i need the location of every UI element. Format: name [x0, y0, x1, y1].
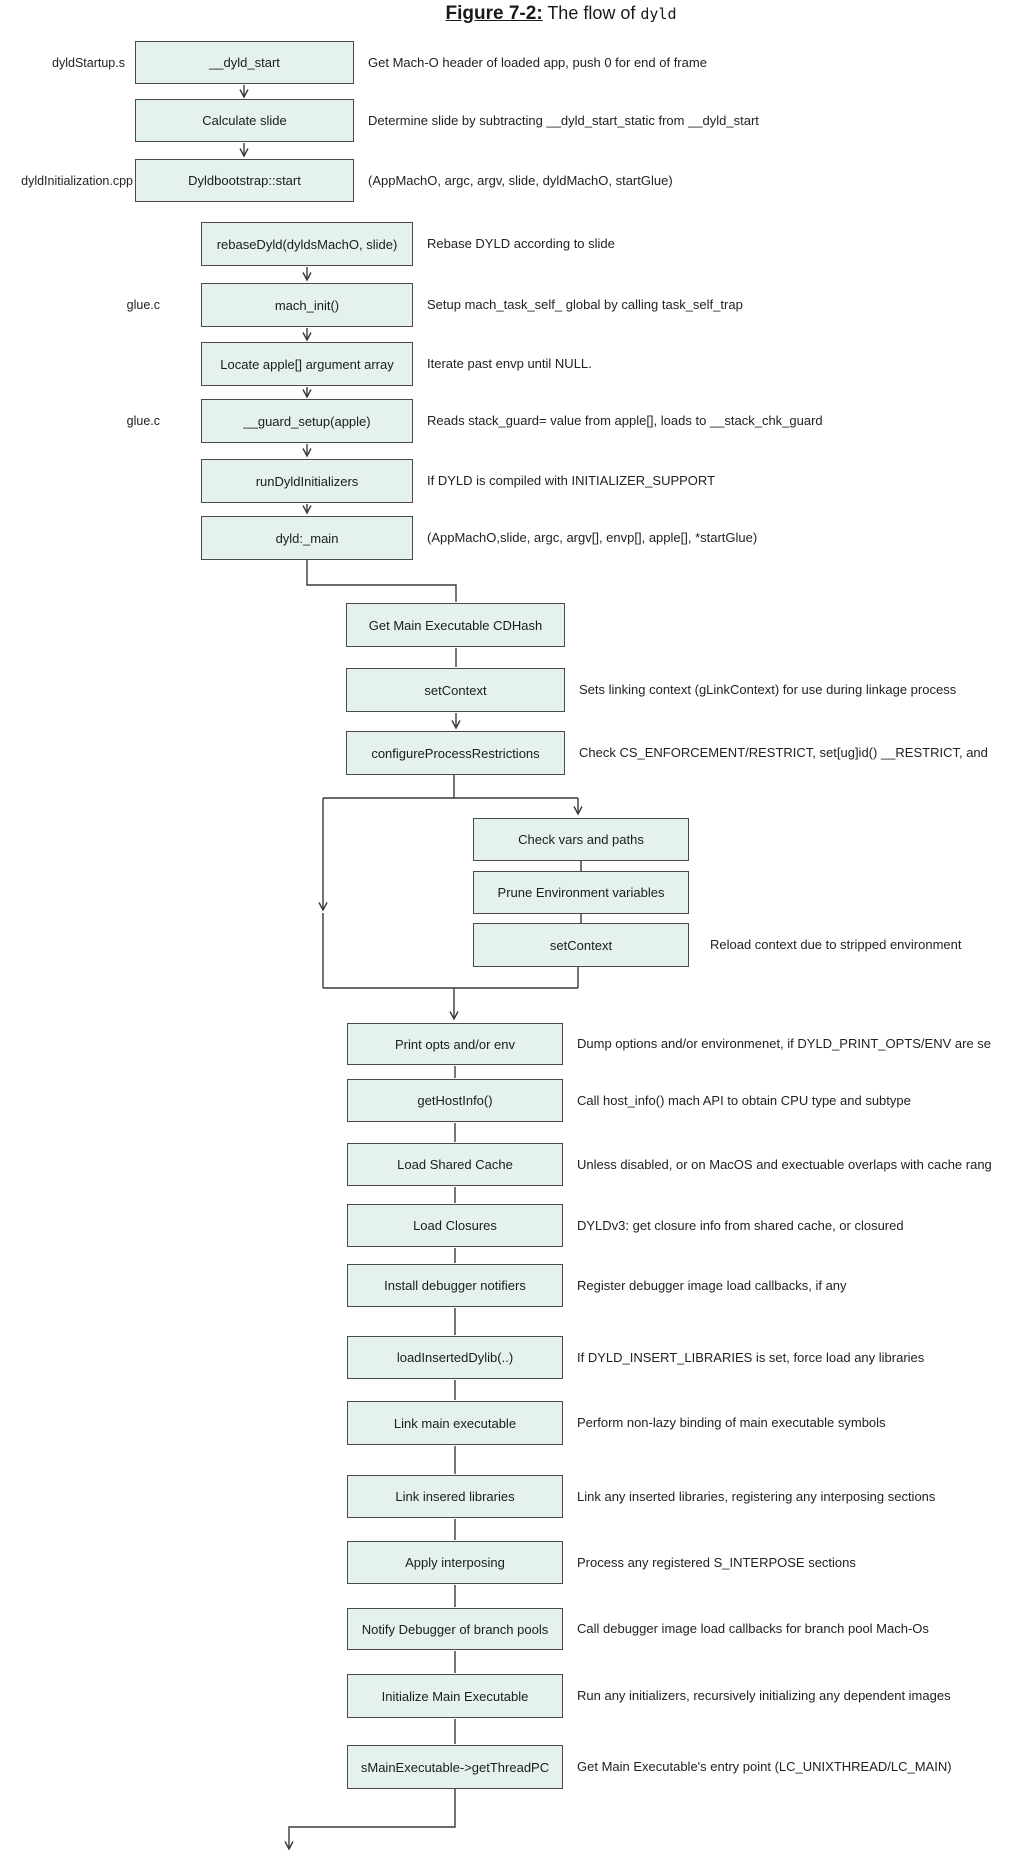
flow-node-label: Notify Debugger of branch pools: [361, 1621, 549, 1637]
flow-node-e10: Notify Debugger of branch pools: [347, 1608, 563, 1650]
node-annotation-d3: Reload context due to stripped environme…: [710, 937, 962, 952]
source-file-label-a3: dyldInitialization.cpp: [21, 173, 133, 188]
node-annotation-a3: (AppMachO, argc, argv, slide, dyldMachO,…: [368, 172, 673, 188]
node-annotation-b5: If DYLD is compiled with INITIALIZER_SUP…: [427, 473, 716, 488]
node-annotation-b4: Reads stack_guard= value from apple[], l…: [427, 413, 823, 428]
node-annotation-e5: Register debugger image load callbacks, …: [577, 1277, 847, 1293]
flow-node-e4: Load Closures: [347, 1204, 563, 1247]
flow-node-label: Initialize Main Executable: [381, 1688, 529, 1704]
flow-node-b5: runDyldInitializers: [201, 459, 413, 503]
node-annotation-a1: Get Mach-O header of loaded app, push 0 …: [368, 54, 707, 70]
source-file-label-b4: glue.c: [126, 414, 160, 428]
node-annotation-b6: (AppMachO,slide, argc, argv[], envp[], a…: [427, 530, 758, 545]
node-annotation-e10: Call debugger image load callbacks for b…: [577, 1621, 929, 1636]
flow-node-label: Calculate slide: [202, 113, 287, 128]
figure-title-code: dyld: [640, 5, 677, 23]
flow-node-d3: setContext: [473, 923, 689, 967]
node-annotation-e12: Get Main Executable's entry point (LC_UN…: [577, 1759, 952, 1774]
flow-node-b6: dyld:_main: [201, 516, 413, 560]
flow-node-label: sMainExecutable->getThreadPC: [360, 1759, 550, 1775]
flow-node-label: dyld:_main: [275, 530, 339, 546]
figure-title-text: The flow of: [542, 3, 641, 23]
flow-node-e7: Link main executable: [347, 1401, 563, 1445]
node-annotation-e4: DYLDv3: get closure info from shared cac…: [577, 1217, 904, 1233]
flow-node-e6: loadInsertedDylib(..): [347, 1336, 563, 1379]
source-file-label-a1: dyldStartup.s: [52, 55, 125, 70]
node-annotation-e9: Process any registered S_INTERPOSE secti…: [577, 1554, 856, 1570]
flow-node-label: Dyldbootstrap::start: [188, 173, 301, 188]
flow-node-label: Check vars and paths: [518, 832, 644, 847]
figure-label: Figure 7-2:: [445, 3, 543, 24]
flow-node-label: mach_init(): [274, 297, 340, 313]
flow-node-label: configureProcessRestrictions: [371, 745, 540, 761]
node-annotation-c3: Check CS_ENFORCEMENT/RESTRICT, set[ug]id…: [579, 745, 988, 760]
flow-node-e11: Initialize Main Executable: [347, 1674, 563, 1718]
flow-node-label: __dyld_start: [209, 55, 280, 70]
flow-node-e3: Load Shared Cache: [347, 1143, 563, 1186]
node-annotation-e6: If DYLD_INSERT_LIBRARIES is set, force l…: [577, 1349, 925, 1365]
flow-node-d1: Check vars and paths: [473, 818, 689, 861]
flow-node-a2: Calculate slide: [135, 99, 354, 142]
source-file-label-b2: glue.c: [126, 298, 160, 312]
node-annotation-b2: Setup mach_task_self_ global by calling …: [427, 297, 743, 312]
flow-node-b2: mach_init(): [201, 283, 413, 327]
node-annotation-b3: Iterate past envp until NULL.: [427, 356, 592, 371]
figure-title: Figure 7-2: The flow of dyld: [44, 3, 1034, 25]
node-annotation-e11: Run any initializers, recursively initia…: [577, 1688, 951, 1703]
node-annotation-e7: Perform non-lazy binding of main executa…: [577, 1415, 886, 1430]
flow-node-label: Apply interposing: [405, 1555, 505, 1570]
node-annotation-e1: Dump options and/or environmenet, if DYL…: [577, 1036, 992, 1051]
node-annotation-c2: Sets linking context (gLinkContext) for …: [579, 682, 957, 697]
flow-node-label: rebaseDyld(dyldsMachO, slide): [216, 236, 398, 252]
node-annotation-a2: Determine slide by subtracting __dyld_st…: [368, 112, 759, 128]
flow-node-label: Install debugger notifiers: [384, 1278, 526, 1293]
flow-node-a3: Dyldbootstrap::start: [135, 159, 354, 202]
flow-node-label: Prune Environment variables: [497, 885, 665, 900]
flow-node-e9: Apply interposing: [347, 1541, 563, 1584]
flow-node-e2: getHostInfo(): [347, 1079, 563, 1122]
flow-node-label: loadInsertedDylib(..): [396, 1350, 514, 1365]
flow-node-label: Get Main Executable CDHash: [368, 617, 543, 633]
flow-connector: [306, 560, 457, 602]
node-annotation-e3: Unless disabled, or on MacOS and exectua…: [577, 1156, 992, 1172]
flow-node-e5: Install debugger notifiers: [347, 1264, 563, 1307]
flow-node-label: Link insered libraries: [395, 1489, 515, 1504]
flow-node-a1: __dyld_start: [135, 41, 354, 84]
flow-node-label: Load Closures: [413, 1218, 497, 1233]
flow-node-label: setContext: [424, 682, 487, 698]
flow-node-b1: rebaseDyld(dyldsMachO, slide): [201, 222, 413, 266]
flow-node-label: Link main executable: [393, 1415, 517, 1431]
flow-node-label: Print opts and/or env: [395, 1036, 515, 1052]
flow-node-b4: __guard_setup(apple): [201, 399, 413, 443]
flow-node-d2: Prune Environment variables: [473, 871, 689, 914]
flow-node-label: getHostInfo(): [417, 1093, 493, 1108]
flow-node-c1: Get Main Executable CDHash: [346, 603, 565, 647]
flow-node-label: __guard_setup(apple): [243, 413, 371, 429]
flow-node-e1: Print opts and/or env: [347, 1023, 563, 1065]
flow-node-e12: sMainExecutable->getThreadPC: [347, 1745, 563, 1789]
flow-node-b3: Locate apple[] argument array: [201, 342, 413, 386]
node-annotation-e2: Call host_info() mach API to obtain CPU …: [577, 1092, 911, 1108]
flow-node-label: setContext: [549, 937, 613, 953]
flow-node-label: Load Shared Cache: [397, 1157, 513, 1172]
flow-arrow: [284, 1789, 456, 1851]
flow-node-e8: Link insered libraries: [347, 1475, 563, 1518]
flow-node-c2: setContext: [346, 668, 565, 712]
node-annotation-e8: Link any inserted libraries, registering…: [577, 1488, 936, 1504]
flow-node-c3: configureProcessRestrictions: [346, 731, 565, 775]
flow-node-label: runDyldInitializers: [255, 473, 359, 489]
node-annotation-b1: Rebase DYLD according to slide: [427, 236, 615, 251]
flow-node-label: Locate apple[] argument array: [220, 356, 394, 372]
